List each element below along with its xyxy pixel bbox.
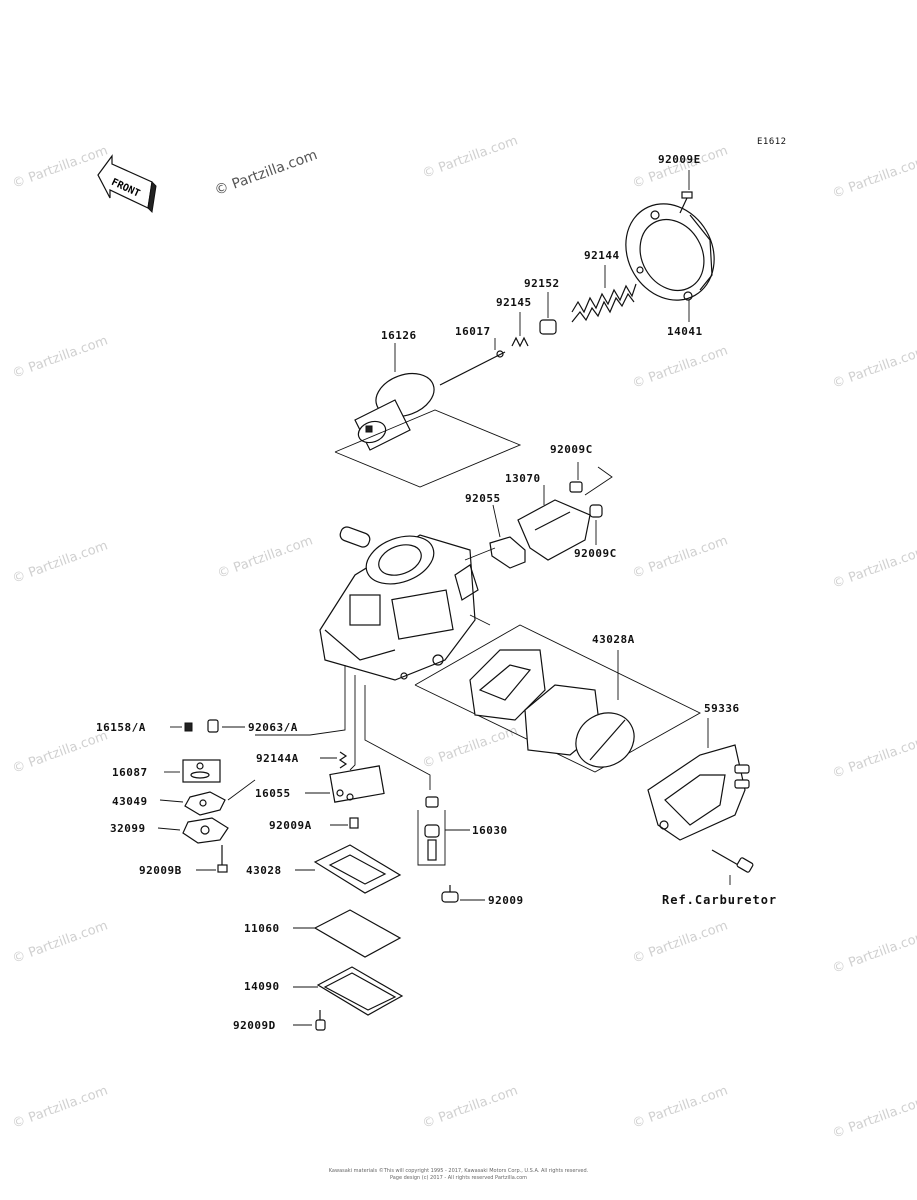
spring-92144 xyxy=(571,265,637,323)
part-label-92009c-top[interactable]: 92009C xyxy=(550,443,593,456)
leader xyxy=(469,614,491,626)
leader xyxy=(464,547,496,561)
screw-92009b xyxy=(196,845,228,873)
reference-label: Ref.Carburetor xyxy=(662,893,778,907)
part-label-92152[interactable]: 92152 xyxy=(524,277,560,290)
plate-32099 xyxy=(157,817,229,844)
throttle-valve-16126 xyxy=(354,343,435,451)
part-label-43028[interactable]: 43028 xyxy=(246,864,282,877)
screw-92009d xyxy=(293,1010,326,1031)
spring-92145 xyxy=(511,312,529,348)
diagram-code: E1612 xyxy=(757,137,787,147)
part-label-92009a[interactable]: 92009A xyxy=(269,819,312,832)
part-label-92009e[interactable]: 92009E xyxy=(658,153,701,166)
part-label-13070[interactable]: 13070 xyxy=(505,472,541,485)
group-bracket-92009c xyxy=(584,466,613,496)
part-label-32099[interactable]: 32099 xyxy=(110,822,146,835)
part-label-16087[interactable]: 16087 xyxy=(112,766,148,779)
part-label-92145[interactable]: 92145 xyxy=(496,296,532,309)
part-label-92009[interactable]: 92009 xyxy=(488,894,524,907)
part-label-16158a[interactable]: 16158/A xyxy=(96,721,146,734)
spring-92144a xyxy=(320,751,348,769)
kit-16087 xyxy=(182,759,221,783)
leader xyxy=(255,665,346,736)
screw-92009 xyxy=(441,885,485,903)
screw-92009c-top xyxy=(569,462,583,493)
screw-92009e xyxy=(679,170,693,214)
bolt-fuel-pump xyxy=(711,849,754,885)
part-label-16055[interactable]: 16055 xyxy=(255,787,291,800)
spring-seat-92152 xyxy=(539,292,557,335)
leader xyxy=(349,675,356,771)
gasket-92055 xyxy=(489,504,526,569)
carburetor-body xyxy=(319,526,479,681)
screw-92009c-side xyxy=(589,504,603,545)
diaphragm-cover xyxy=(625,203,715,322)
copyright-line-1: Kawasaki materials ©This will copyright … xyxy=(328,1168,589,1174)
gasket-43028 xyxy=(295,844,402,894)
part-label-92063a[interactable]: 92063/A xyxy=(248,721,298,734)
gasket-43028a xyxy=(469,649,635,768)
spring-92063a xyxy=(207,719,219,733)
part-label-14041[interactable]: 14041 xyxy=(667,325,703,338)
top-cover-13070 xyxy=(517,485,591,561)
part-label-14090[interactable]: 14090 xyxy=(244,980,280,993)
part-label-59336[interactable]: 59336 xyxy=(704,702,740,715)
leader xyxy=(364,685,431,790)
part-label-43049[interactable]: 43049 xyxy=(112,795,148,808)
part-label-92055[interactable]: 92055 xyxy=(465,492,501,505)
part-label-92144[interactable]: 92144 xyxy=(584,249,620,262)
part-label-92144a[interactable]: 92144A xyxy=(256,752,299,765)
part-label-92009d[interactable]: 92009D xyxy=(233,1019,276,1032)
part-label-11060[interactable]: 11060 xyxy=(244,922,280,935)
copyright-line-2: Page design (c) 2017 - All rights reserv… xyxy=(389,1175,528,1181)
part-label-16017[interactable]: 16017 xyxy=(455,325,491,338)
part-label-43028a[interactable]: 43028A xyxy=(592,633,635,646)
group-bracket-16126 xyxy=(334,409,522,488)
plug-16158a xyxy=(184,722,193,732)
jet-needle-16017 xyxy=(439,338,506,386)
gasket-11060 xyxy=(293,909,402,958)
fuel-pump-59336 xyxy=(647,718,750,841)
front-arrow-icon: FRONT xyxy=(97,154,157,214)
kit-16055 xyxy=(305,765,385,803)
gasket-43049 xyxy=(159,779,256,816)
screw-92009a xyxy=(330,817,359,829)
part-label-16126[interactable]: 16126 xyxy=(381,329,417,342)
jet-assembly-16030 xyxy=(417,796,470,866)
part-label-92009c-side[interactable]: 92009C xyxy=(574,547,617,560)
part-label-92009b[interactable]: 92009B xyxy=(139,864,182,877)
part-label-16030[interactable]: 16030 xyxy=(472,824,508,837)
cover-14090 xyxy=(293,966,404,1016)
